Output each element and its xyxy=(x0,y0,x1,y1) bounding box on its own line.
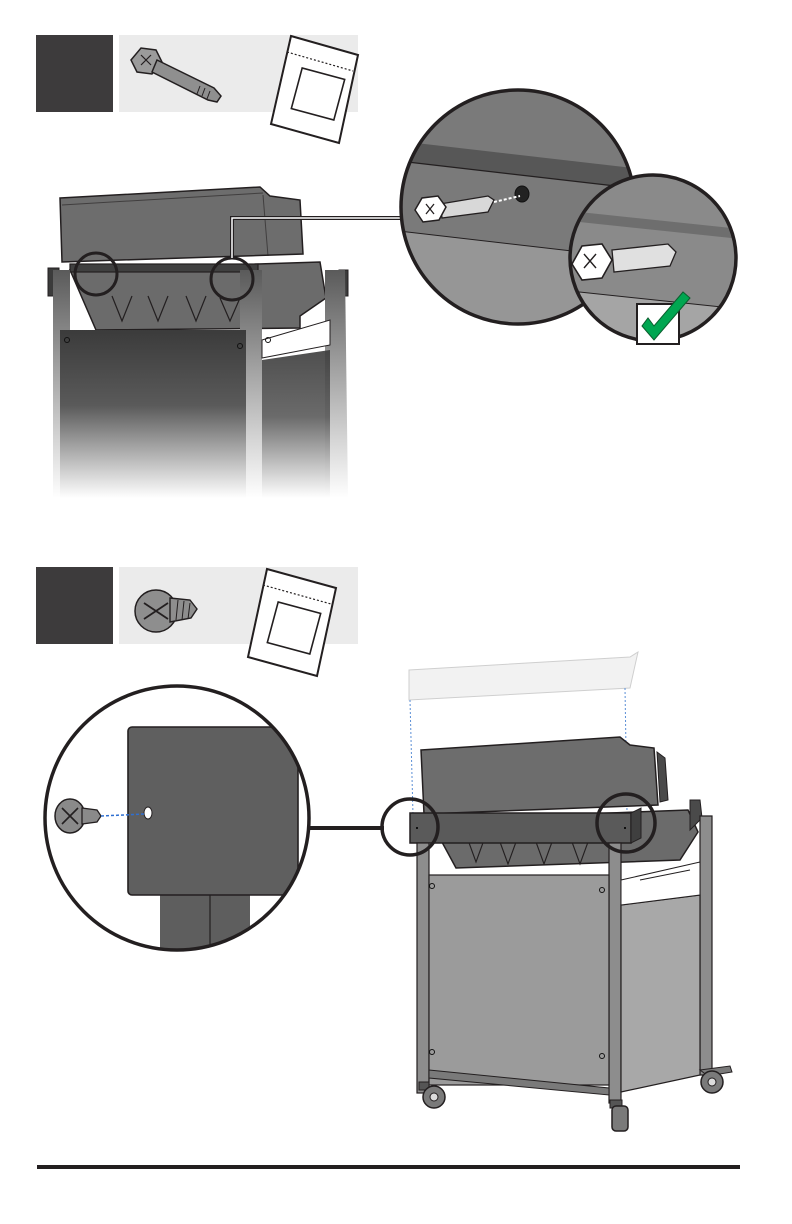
phillips-screw-icon xyxy=(135,590,197,632)
hardware-bag-icon xyxy=(248,569,336,676)
grill-cart xyxy=(48,187,348,498)
caster-wheel xyxy=(700,1066,732,1093)
detail-panel-screw xyxy=(40,680,320,970)
footer-rule xyxy=(37,1165,740,1169)
hardware-bag-icon xyxy=(271,36,358,143)
caster-wheel xyxy=(610,1100,628,1131)
grill-cart xyxy=(409,652,732,1131)
hex-bolt-icon xyxy=(131,48,221,102)
caster-wheel xyxy=(419,1082,445,1108)
